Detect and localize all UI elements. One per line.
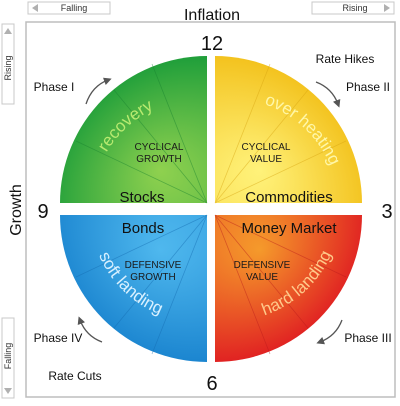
defensive-growth-line2: GROWTH xyxy=(130,272,176,283)
quadrant-top-right xyxy=(214,56,362,204)
growth-rising-indicator: Rising xyxy=(1,23,15,105)
phase-4-arrow-icon xyxy=(77,316,103,343)
quadrant-bottom-right xyxy=(214,214,362,362)
phase-1-arrow-icon xyxy=(85,77,112,105)
phase-1-label: Phase I xyxy=(34,80,75,94)
inflation-axis-title: Inflation xyxy=(184,7,240,24)
growth-axis-title: Growth xyxy=(8,184,25,236)
cyclical-value-line2: VALUE xyxy=(250,154,282,165)
phase-3-arrow-icon xyxy=(316,319,343,345)
asset-commodities: Commodities xyxy=(245,189,333,206)
asset-money-market: Money Market xyxy=(241,220,337,237)
rate-cuts-label: Rate Cuts xyxy=(48,369,101,383)
defensive-growth-line1: DEFENSIVE xyxy=(125,260,182,271)
cyclical-growth-line2: GROWTH xyxy=(136,154,182,165)
growth-rising-label: Rising xyxy=(3,55,13,80)
clock-3: 3 xyxy=(381,201,392,223)
phase-3-label: Phase III xyxy=(344,331,391,345)
asset-stocks: Stocks xyxy=(119,189,164,206)
center-star-icon xyxy=(200,198,222,220)
phase-2-label: Phase II xyxy=(346,80,390,94)
quadrant-bottom-left xyxy=(60,214,208,362)
growth-falling-label: Falling xyxy=(3,343,13,370)
clock-6: 6 xyxy=(206,373,217,395)
growth-falling-indicator: Falling xyxy=(1,317,15,399)
clock-9: 9 xyxy=(37,201,48,223)
asset-bonds: Bonds xyxy=(122,220,165,237)
phase-2-arrow-icon xyxy=(315,81,341,108)
inflation-rising-label: Rising xyxy=(342,3,367,13)
cyclical-value-line1: CYCLICAL xyxy=(242,142,291,153)
frame-border xyxy=(25,21,396,398)
clock-12: 12 xyxy=(201,33,223,55)
quadrant-top-left xyxy=(60,56,208,204)
rate-hikes-label: Rate Hikes xyxy=(316,52,375,66)
defensive-value-line1: DEFENSIVE xyxy=(234,260,291,271)
defensive-value-line2: VALUE xyxy=(246,272,278,283)
inflation-falling-label: Falling xyxy=(61,3,88,13)
cyclical-growth-line1: CYCLICAL xyxy=(135,142,184,153)
inflation-rising-indicator: Rising xyxy=(311,1,395,15)
inflation-falling-indicator: Falling xyxy=(27,1,111,15)
phase-4-label: Phase IV xyxy=(34,331,83,345)
